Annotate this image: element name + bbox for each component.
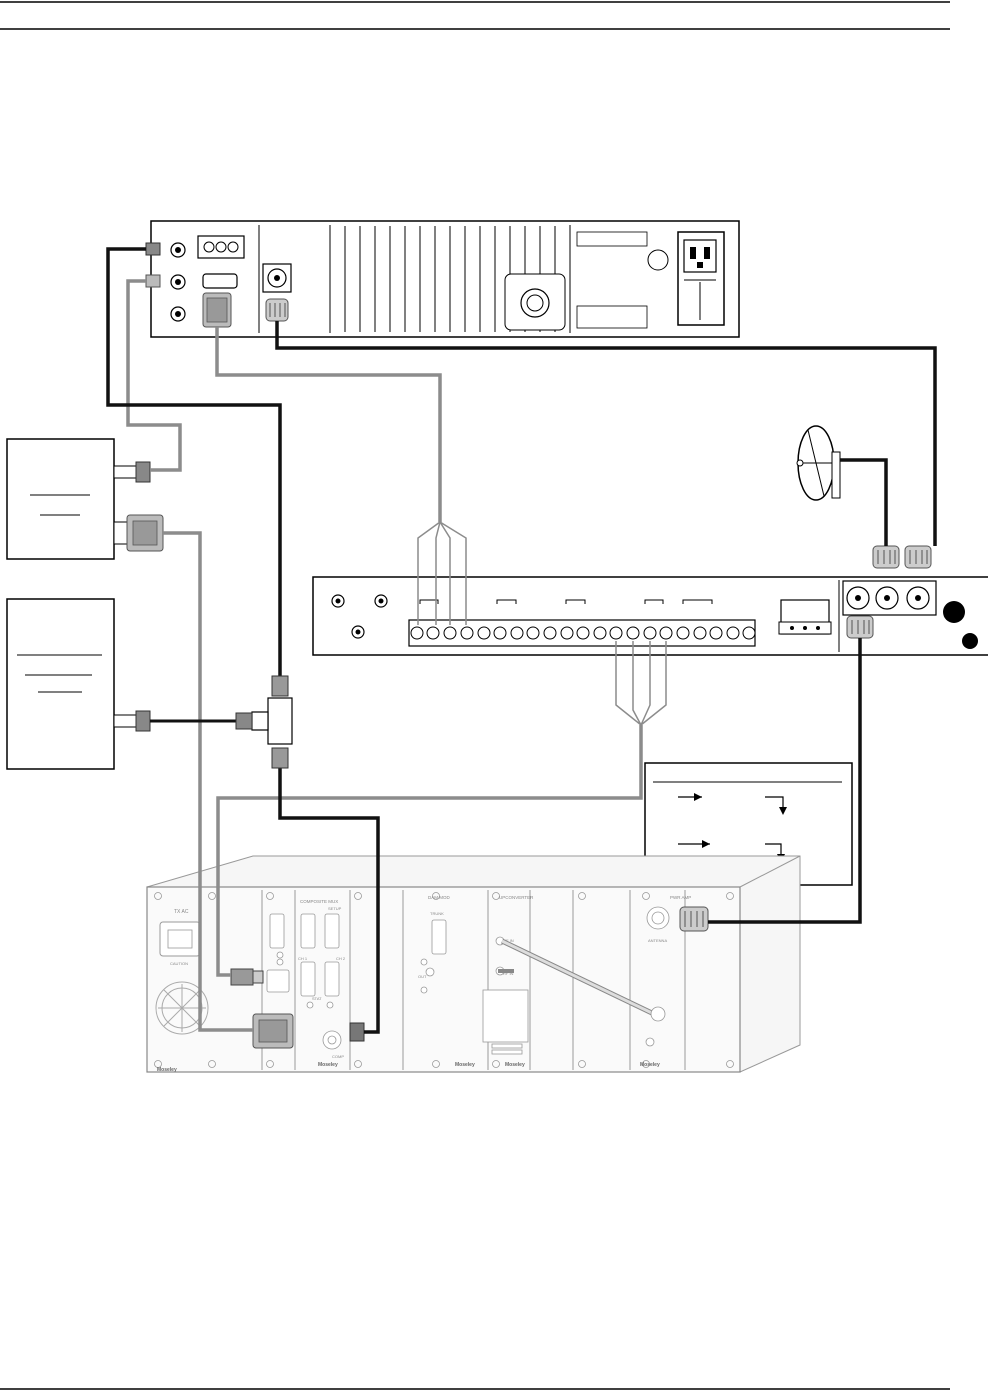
cable-black-bnc-to-tee — [106, 247, 282, 680]
chassis-label-upc-sub: IF IN — [505, 938, 514, 943]
psu-fan-icon — [155, 981, 209, 1035]
fanout-bottom — [615, 641, 667, 726]
bnc-lower-box — [113, 714, 137, 728]
round-connector — [520, 288, 550, 318]
n-plug-mid-b — [904, 545, 932, 569]
chassis-label-psu: TX AC — [174, 909, 189, 915]
cable-black-dish-to-mid — [840, 458, 888, 546]
cable-black-mid-to-chassis — [708, 638, 862, 924]
terminal-screws — [410, 626, 756, 640]
fanout-top — [417, 521, 467, 625]
black-knob-small — [962, 633, 978, 649]
chassis-label-rf: RF IN — [503, 971, 514, 976]
left-box-upper — [6, 438, 164, 560]
chassis-label-ch2: CH 2 — [336, 956, 346, 961]
bnc-connector-a — [145, 242, 161, 256]
cables-gray — [126, 279, 667, 1032]
bnc-connector-b — [145, 274, 161, 288]
bnc-chassis — [349, 1022, 365, 1042]
chassis-label-dam: DAM MOD — [428, 895, 450, 900]
middle-unit — [312, 545, 988, 656]
chassis-label-mux: COMPOSITE MUX — [300, 899, 338, 904]
chassis-label-pa: PWR AMP — [670, 895, 691, 900]
chassis-label-ch1: CH 1 — [298, 956, 308, 961]
bottom-chassis: TX AC CAUTION Moseley COMPOSITE MUX SETU… — [146, 855, 801, 1073]
left-box-lower — [6, 598, 151, 770]
db9-port — [202, 273, 238, 289]
bnc-tee-connector — [235, 675, 293, 769]
cable-gray-bnc-to-upper-box — [126, 279, 182, 472]
cable-black-nplug-to-mid — [275, 321, 937, 546]
n-plug-chassis — [679, 906, 709, 932]
db9-upper-box — [113, 521, 129, 545]
cable-gray-db9-to-split — [215, 327, 442, 522]
chassis-brand-a: Moseley — [157, 1067, 177, 1073]
cable-gray-upper-db9-to-chassis — [162, 531, 253, 1032]
chassis-brand-c: Moseley — [455, 1062, 475, 1068]
chassis-brand-b: Moseley — [318, 1062, 338, 1068]
bnc-upper-box — [113, 465, 137, 479]
black-knob-large — [943, 601, 965, 623]
chassis-label-comp: COMP — [332, 1054, 344, 1059]
cables-black — [106, 247, 937, 1034]
chassis-label-upc: UPCONVERTER — [499, 895, 534, 900]
chassis-label-mux-sub: SETUP — [328, 906, 342, 911]
chassis-label-stat: STAT — [312, 996, 322, 1001]
rj-plug — [230, 968, 254, 986]
chassis-brand-e: Moseley — [640, 1062, 660, 1068]
cable-gray-strip-to-chassis — [216, 725, 643, 977]
cable-black-tee-to-chassis — [278, 766, 380, 1034]
chassis-label-caution: CAUTION — [170, 961, 188, 966]
chassis-label-out: OUT — [418, 974, 427, 979]
chassis-label-dam-sub: TRUNK — [430, 911, 444, 916]
antenna-dish-icon — [796, 425, 841, 501]
chassis-label-pa-sub: ANTENNA — [648, 938, 667, 943]
top-unit — [145, 220, 740, 338]
chassis-brand-d: Moseley — [505, 1062, 525, 1068]
